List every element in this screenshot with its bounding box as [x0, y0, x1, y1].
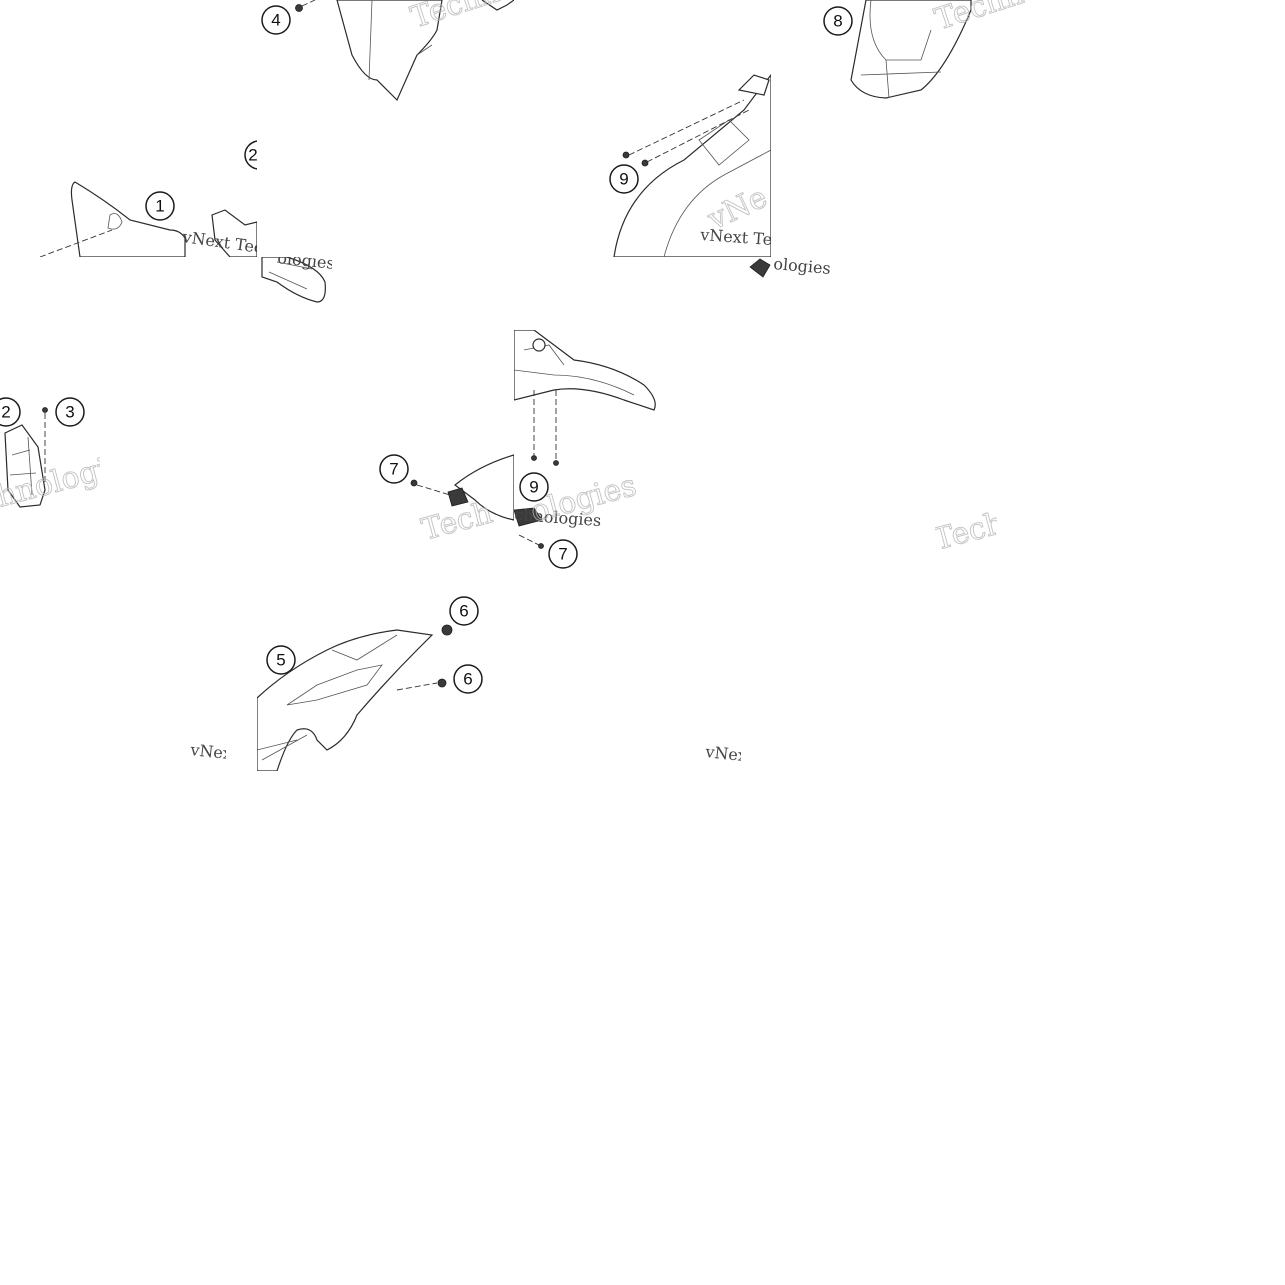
tile-fender-top-left: 4 Techno [257, 0, 514, 257]
rear-fender-part-8 [850, 0, 972, 99]
rear-fender-top-drawing: 8 Techno [823, 0, 1028, 99]
callout-circle-2b [0, 397, 21, 427]
callout-label-7a: 7 [389, 460, 398, 479]
watermark-lower-right-drawing: vNex [704, 742, 741, 765]
grommet-6b [437, 678, 447, 688]
callout-circle-1 [145, 191, 175, 221]
bolt-9a [622, 151, 630, 159]
fender-top-left-drawing: 4 Techno [261, 0, 514, 102]
front-fender-continuation-drawing: ologies [749, 257, 832, 278]
clip-part [749, 258, 771, 278]
callout-circle-9b [519, 472, 549, 502]
watermark-right-drawing: Tech [935, 512, 997, 557]
callout-circle-6a [449, 596, 479, 626]
mount-bracket-part [514, 507, 543, 527]
callout-label-9b: 9 [529, 478, 538, 497]
bracket-side-drawing: 2 3 hnologies [0, 397, 100, 514]
tile-bracket-continuation: ologies [257, 257, 332, 307]
callout-label-5: 5 [276, 651, 285, 670]
bracket-continuation-drawing: ologies [261, 257, 332, 303]
screw-3 [42, 407, 48, 413]
seat-cover-part [257, 629, 434, 771]
callout-circle-8 [823, 6, 853, 36]
tile-rear-fender-top: 8 Techno [771, 0, 1028, 100]
screw-4 [295, 4, 303, 12]
tile-seat-cover: 5 6 6 [257, 590, 514, 771]
side-bracket-part [481, 0, 514, 11]
tile-watermark-lower-left: vNex [188, 735, 226, 771]
bracket-part-side [4, 424, 46, 508]
fender-mount-part [737, 74, 770, 96]
callout-circle-3 [55, 397, 85, 427]
callout-label-4: 4 [271, 11, 280, 30]
watermark-lower-left-drawing: vNex [189, 740, 226, 763]
callout-label-9a: 9 [619, 170, 628, 189]
tile-side-panel: 1 2 vNext Tec [0, 130, 257, 257]
watermark-vnex-2: vNex [704, 742, 741, 765]
callout-label-6b: 6 [463, 670, 472, 689]
side-panel-drawing: 1 2 vNext Tec [39, 140, 257, 257]
callout-circle-9a [609, 164, 639, 194]
tile-front-fender-continuation: ologies [745, 257, 850, 282]
tile-front-fender: 9 vNext Tec vNe [514, 70, 771, 257]
callout-label-7b: 7 [558, 545, 567, 564]
bolt-7a [410, 479, 418, 487]
mount-hole [532, 338, 546, 352]
mudguard-mount-drawing: 7 Tech [379, 454, 514, 548]
seat-cover-drawing: 5 6 6 [257, 596, 483, 771]
callout-circle-4 [261, 5, 291, 35]
bracket-part-2 [211, 209, 257, 257]
callout-circle-6b [453, 664, 483, 694]
bolt-9d [553, 460, 559, 466]
tile-bracket-side: 2 3 hnologies [0, 395, 100, 514]
front-fender-upper-drawing: 9 7 chnologies ologies [514, 330, 656, 569]
grommet-6a [441, 624, 453, 636]
bolt-9c [531, 455, 537, 461]
watermark-vnex-1: vNex [189, 740, 226, 763]
bolt-7b [538, 543, 544, 549]
front-fender-upper-part [514, 330, 656, 411]
callout-label-6a: 6 [459, 602, 468, 621]
front-panel-part [336, 0, 443, 102]
callout-label-1: 1 [155, 197, 164, 216]
tile-watermark-lower-right: vNex [703, 735, 741, 771]
watermark-tech-2: Tech [935, 512, 997, 557]
watermark-techno-1: Techno [407, 0, 514, 36]
bolt-9b [641, 159, 649, 167]
watermark-ologies-2: ologies [773, 257, 832, 278]
mount-clip-part [447, 487, 469, 507]
callout-circle-7a [379, 454, 409, 484]
callout-label-2b: 2 [1, 403, 10, 422]
side-panel-part-1 [70, 181, 186, 257]
front-fender-drawing: 9 vNext Tec vNe [609, 74, 771, 257]
tile-front-fender-upper: 9 7 chnologies ologies [514, 330, 659, 580]
callout-label-8: 8 [833, 12, 842, 31]
mudguard-part [454, 454, 514, 521]
watermark-tech-1: Tech [418, 495, 496, 547]
callout-label-3: 3 [65, 403, 74, 422]
tile-mudguard-mount: 7 Tech [370, 440, 514, 550]
watermark-techno-2: Techno [931, 0, 1028, 38]
callout-circle-2a [244, 140, 257, 170]
callout-circle-7b [548, 539, 578, 569]
callout-circle-5 [266, 645, 296, 675]
tile-watermark-right: Tech [935, 512, 997, 557]
callout-label-2a: 2 [248, 146, 257, 165]
